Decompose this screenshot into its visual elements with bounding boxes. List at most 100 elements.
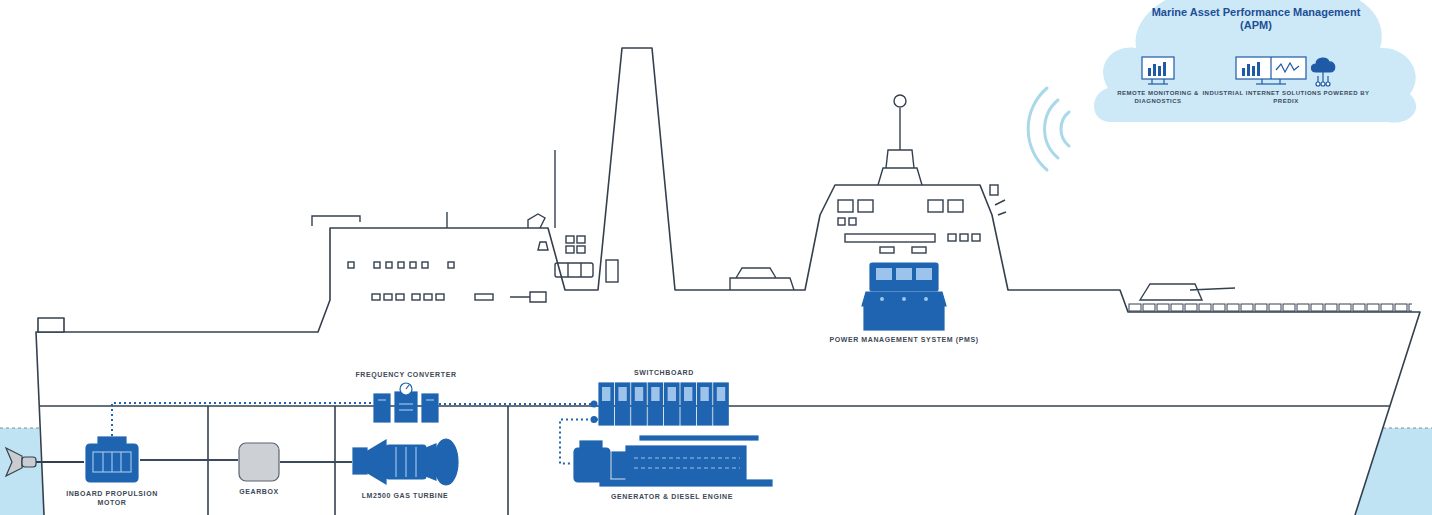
superstructure-details-part [606,260,618,282]
cloud-icons-part [1256,83,1286,84]
generator-icon-part [600,480,772,486]
connector [560,416,598,464]
generator-icon-part [626,446,746,480]
superstructure-details-part [845,234,935,242]
cloud-icons-part [1247,64,1250,76]
pms-console-icon-part [916,268,932,280]
connector [140,460,238,461]
cloud-icons [1142,57,1335,86]
node-label: INBOARD PROPULSION MOTOR [62,489,162,507]
ship-hull-part [1128,303,1412,312]
pms-console-icon-part [880,297,884,301]
frequency-converter-icon-part [422,394,438,422]
frequency-converter-icon-part [395,392,417,422]
superstructure-details-part [396,294,404,300]
switchboard-icon-part [651,387,659,401]
motor-icon-part [120,452,121,472]
superstructure-details-part [894,95,906,107]
cloud-icons-part [1257,62,1260,76]
cloud-icons-part [1148,83,1168,84]
connector-part [280,461,352,463]
turbine-icon-part [415,447,416,477]
cloud-icons-part [1312,58,1335,72]
generator-node: GENERATOR & DIESEL ENGINE [572,440,772,487]
superstructure-details-part [948,200,963,212]
superstructure-details-part [566,246,574,253]
superstructure-details-part [528,214,545,228]
switchboard-icon-part [599,383,613,425]
frequency-converter-icon-part [406,385,409,389]
switchboard-icon-part [602,387,610,401]
superstructure-details-part [577,246,585,253]
switchboard-node: SWITCHBOARD [598,382,730,426]
equipment-icons [86,263,946,486]
connector-part [439,403,598,405]
pms-node: POWER MANAGEMENT SYSTEM (PMS) [862,262,946,330]
cloud-icons-part [1321,82,1325,86]
generator-icon-part [634,467,740,468]
pms-console-icon [862,263,946,330]
cloud-icons-part [1270,57,1271,79]
cloud-icons-part [1163,62,1166,76]
wireless-signal-part [1045,100,1058,158]
superstructure-details-part [990,185,998,195]
cloud-icons-part [1318,72,1328,82]
node-label: SWITCHBOARD [594,368,734,377]
superstructure-details-part [422,262,428,268]
switchboard-icon-part [717,387,725,401]
cloud-icons-part [1151,79,1152,84]
superstructure-details-part [948,234,956,241]
node-label: Marine Asset Performance Management (APM… [1151,6,1361,32]
connector-part [560,419,598,463]
cloud-icons-part [1276,63,1299,72]
turbine-icon-part [386,445,426,479]
superstructure-details [312,95,1235,302]
generator-icon-part [612,452,626,478]
switchboard-icon-part [714,383,728,425]
cloud-icons-part [1252,66,1255,76]
water-part [1383,427,1432,428]
switchboard-icon-part [632,383,646,425]
apm-cloud-node: Marine Asset Performance Management (APM… [1088,0,1424,128]
wireless-signal-part [1061,112,1069,146]
motor-icon-part [93,452,131,472]
motor-icon-part [102,452,103,472]
connector-part [140,459,238,461]
node-label: LM2500 GAS TURBINE [335,491,475,500]
generator-icon-part [580,441,602,449]
superstructure-details-part [912,247,926,253]
motor-icon-part [86,444,138,482]
superstructure-details-part [398,262,404,268]
frequency-converter-icon-part [400,383,412,395]
frequency-converter-icon [374,383,438,422]
switchboard-icon-part [697,383,711,425]
superstructure-details-part [838,200,853,212]
generator-icon [574,436,772,486]
pms-console-icon-part [924,297,928,301]
cloud-icons-part [1163,79,1164,84]
superstructure-details-part [448,262,454,268]
node-label: GENERATOR & DIESEL ENGINE [562,492,782,501]
ship-hull-part [507,406,509,515]
connector [112,403,373,436]
superstructure-details-part [899,108,900,150]
superstructure-details-part [849,218,856,225]
generator-icon-part [574,448,610,482]
pms-console-icon-part [902,297,906,301]
water-part [0,428,44,515]
superstructure-details-part [554,150,555,228]
superstructure-details-part [838,218,845,225]
switchboard-icon-part [615,383,629,425]
superstructure-details-part [880,247,894,253]
frequency-converter-node: FREQUENCY CONVERTER [373,384,439,422]
pms-console-icon-part [870,263,938,291]
wireless-signal-part [1028,88,1047,170]
frequency-converter-icon-part [399,403,413,404]
superstructure-details-part [312,216,360,226]
wireless-signal [1028,88,1069,170]
pms-console-icon-part [896,268,912,280]
cloud-icons-part [1316,82,1320,86]
